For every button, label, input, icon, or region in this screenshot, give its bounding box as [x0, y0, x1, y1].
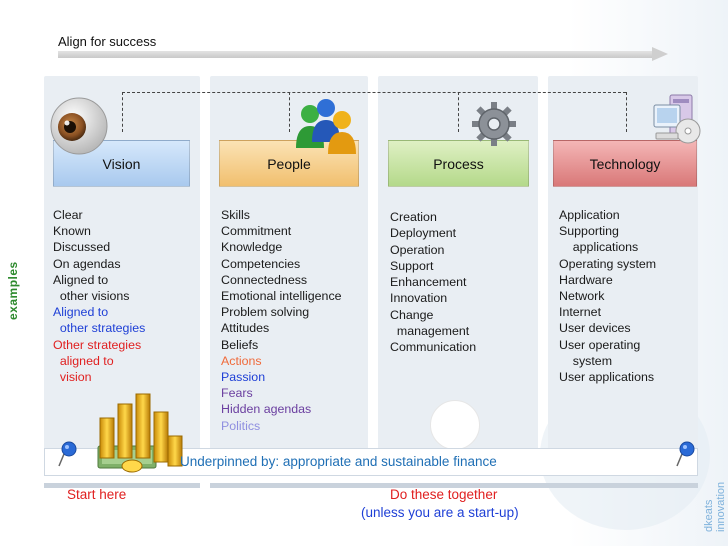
light-bulb-icon	[430, 400, 480, 450]
list-item: Knowledge	[221, 240, 283, 255]
technology-icon	[653, 94, 701, 144]
list-item: vision	[53, 370, 92, 385]
list-item: system	[559, 353, 613, 368]
progress-arrow-head	[652, 47, 668, 61]
vision-header: Vision	[53, 140, 190, 187]
list-item: Enhancement	[390, 275, 467, 290]
start-here-label: Start here	[67, 487, 127, 502]
connector-drop-process	[458, 92, 459, 132]
list-item: Deployment	[390, 226, 457, 241]
list-item: Clear	[53, 208, 83, 222]
list-item: Actions	[221, 353, 262, 368]
gear-icon	[472, 102, 516, 146]
connector-line	[122, 92, 626, 93]
people-icon	[296, 99, 356, 154]
together-bar	[210, 483, 698, 488]
list-item: Discussed	[53, 240, 111, 255]
do-together-label: Do these together	[390, 487, 498, 502]
list-item: Attitudes	[221, 321, 270, 336]
gold-coins-icon	[97, 393, 183, 473]
list-item: User operating	[559, 337, 641, 352]
process-header: Process	[388, 140, 529, 187]
list-item: Connectedness	[221, 272, 308, 287]
list-item: User devices	[559, 321, 631, 336]
headline: Align for success	[58, 34, 157, 49]
list-item: Supporting	[559, 224, 619, 239]
list-item: Support	[390, 258, 434, 273]
list-item: Hidden agendas	[221, 402, 312, 417]
connector-drop-technology	[626, 92, 627, 132]
list-item: Internet	[559, 305, 602, 320]
start-bar	[44, 483, 200, 488]
list-item: other visions	[53, 289, 130, 304]
list-item: Operating system	[559, 256, 657, 271]
list-item: applications	[559, 240, 639, 255]
list-item: Operation	[390, 242, 445, 257]
list-item: On agendas	[53, 256, 121, 271]
startup-note: (unless you are a start-up)	[361, 505, 519, 520]
list-item: Network	[559, 289, 605, 304]
list-item: Known	[53, 224, 91, 239]
connector-drop-people	[289, 92, 290, 132]
list-item: Other strategies	[53, 337, 142, 352]
pushpin-icon	[58, 441, 77, 467]
eye-icon	[50, 97, 108, 155]
list-item: Commitment	[221, 224, 292, 239]
pushpin-icon	[676, 441, 695, 467]
list-item: Hardware	[559, 272, 613, 287]
list-item: Problem solving	[221, 305, 310, 320]
list-item: Creation	[390, 210, 437, 224]
list-item: Communication	[390, 340, 477, 355]
list-item: Competencies	[221, 256, 301, 271]
finance-text: Underpinned by: appropriate and sustaina…	[180, 454, 497, 469]
list-item: Emotional intelligence	[221, 289, 342, 304]
list-item: Application	[559, 208, 620, 222]
progress-arrow-bar	[58, 51, 653, 58]
credit-label: dkeats innovation	[703, 481, 727, 532]
examples-label: examples	[6, 261, 20, 320]
list-item: Innovation	[390, 291, 448, 306]
list-item: Skills	[221, 208, 250, 222]
list-item: aligned to	[53, 353, 114, 368]
technology-header: Technology	[553, 140, 697, 187]
list-item: User applications	[559, 370, 655, 385]
list-item: Politics	[221, 418, 261, 433]
list-item: Passion	[221, 370, 266, 385]
list-item: Fears	[221, 386, 253, 401]
list-item: Aligned to	[53, 305, 109, 320]
list-item: Beliefs	[221, 337, 259, 352]
list-item: Change	[390, 307, 434, 322]
list-item: Aligned to	[53, 272, 109, 287]
list-item: management	[390, 324, 470, 339]
connector-drop-vision	[122, 92, 123, 132]
list-item: other strategies	[53, 321, 146, 336]
